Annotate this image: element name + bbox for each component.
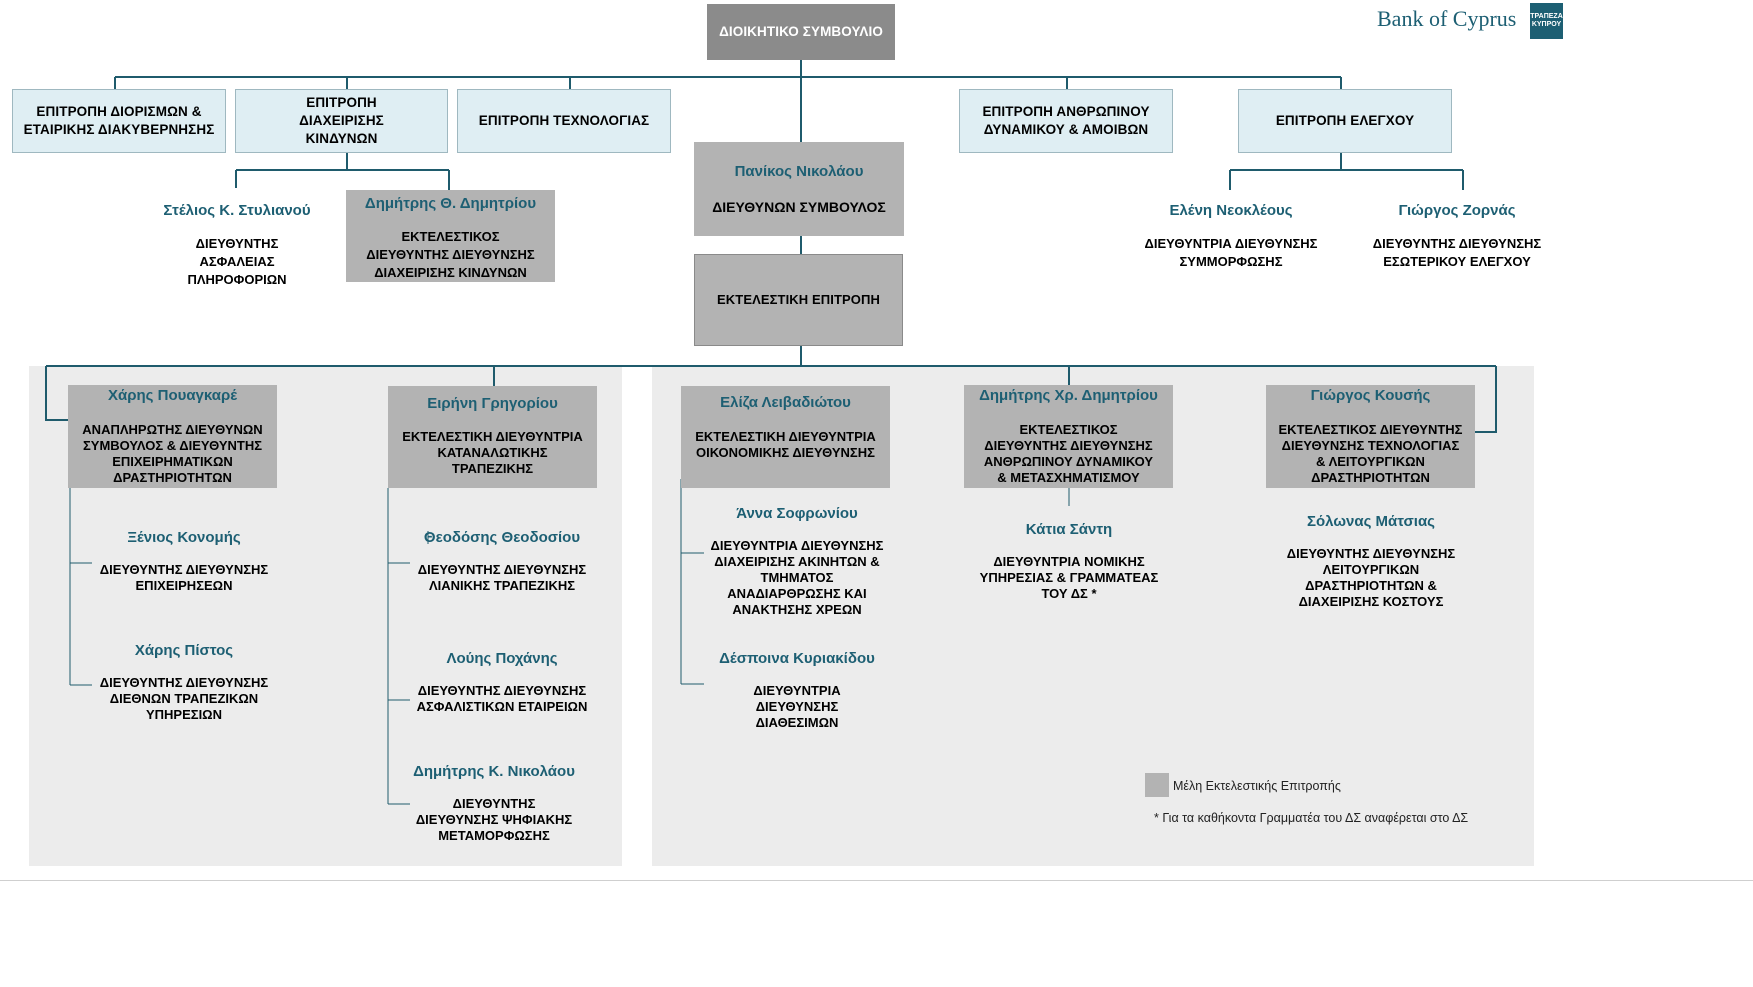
exec-box: Χάρης Πουαγκαρέ ΑΝΑΠΛΗΡΩΤΗΣ ΔΙΕΥΘΥΝΩΝ ΣΥ…	[68, 385, 277, 488]
report-block: Δέσποινα Κυριακίδου ΔΙΕΥΘΥΝΤΡΙΑ ΔΙΕΥΘΥΝΣ…	[719, 650, 875, 730]
footnote: * Για τα καθήκοντα Γραμματέα του ΔΣ αναφ…	[1154, 811, 1469, 825]
brand-name: Bank of Cyprus	[1377, 6, 1517, 31]
exec-name: Ειρήνη Γρηγορίου	[427, 395, 558, 412]
committee-nominations: ΕΠΙΤΡΟΠΗ ΔΙΟΡΙΣΜΩΝ & ΕΤΑΙΡΙΚΗΣ ΔΙΑΚΥΒΕΡΝ…	[12, 89, 226, 153]
committee-audit: ΕΠΙΤΡΟΠΗ ΕΛΕΓΧΟΥ	[1238, 89, 1452, 153]
exec-name: Ελίζα Λειβαδιώτου	[720, 394, 851, 411]
exec-name: Γιώργος Κουσής	[1310, 387, 1431, 404]
board-label: ΔΙΟΙΚΗΤΙΚΟ ΣΥΜΒΟΥΛΙΟ	[719, 24, 883, 39]
compliance-block: Ελένη Νεοκλέους ΔΙΕΥΘΥΝΤΡΙΑ ΔΙΕΥΘΥΝΣΗΣ Σ…	[1140, 201, 1322, 271]
exec-box: Ελίζα Λειβαδιώτου ΕΚΤΕΛΕΣΤΙΚΗ ΔΙΕΥΘΥΝΤΡΙ…	[681, 386, 890, 488]
report-block: Ξένιος Κονομής ΔΙΕΥΘΥΝΤΗΣ ΔΙΕΥΘΥΝΣΗΣ ΕΠΙ…	[99, 529, 269, 593]
exec-title: ΑΝΑΠΛΗΡΩΤΗΣ ΔΙΕΥΘΥΝΩΝ ΣΥΜΒΟΥΛΟΣ & ΔΙΕΥΘΥ…	[82, 422, 263, 485]
exec-title: ΕΚΤΕΛΕΣΤΙΚΟΣ ΔΙΕΥΘΥΝΤΗΣ ΔΙΕΥΘΥΝΣΗΣ ΑΝΘΡΩ…	[983, 422, 1154, 485]
legend-label: Μέλη Εκτελεστικής Επιτροπής	[1173, 779, 1341, 793]
cro-title: ΕΚΤΕΛΕΣΤΙΚΟΣ ΔΙΕΥΘΥΝΤΗΣ ΔΙΕΥΘΥΝΣΗΣ ΔΙΑΧΕ…	[366, 229, 535, 280]
report-block: Λούης Ποχάνης ΔΙΕΥΘΥΝΤΗΣ ΔΙΕΥΘΥΝΣΗΣ ΑΣΦΑ…	[416, 650, 588, 714]
exec-title: ΕΚΤΕΛΕΣΤΙΚΗ ΔΙΕΥΘΥΝΤΡΙΑ ΟΙΚΟΝΟΜΙΚΗΣ ΔΙΕΥ…	[695, 429, 876, 460]
ciso-block: Στέλιος Κ. Στυλιανού ΔΙΕΥΘΥΝΤΗΣ ΑΣΦΑΛΕΙΑ…	[140, 201, 334, 289]
internal-audit-title: ΔΙΕΥΘΥΝΤΗΣ ΔΙΕΥΘΥΝΣΗΣ ΕΣΩΤΕΡΙΚΟΥ ΕΛΕΓΧΟΥ	[1372, 236, 1542, 269]
committee-risk: ΕΠΙΤΡΟΠΗ ΔΙΑΧΕΙΡΙΣΗΣ ΚΙΝΔΥΝΩΝ	[235, 89, 448, 153]
committee-hr: ΕΠΙΤΡΟΠΗ ΑΝΘΡΩΠΙΝΟΥ ΔΥΝΑΜΙΚΟΥ & ΑΜΟΙΒΩΝ	[959, 89, 1173, 153]
exco-label: ΕΚΤΕΛΕΣΤΙΚΗ ΕΠΙΤΡΟΠΗ	[717, 292, 880, 307]
exec-box: Γιώργος Κουσής ΕΚΤΕΛΕΣΤΙΚΟΣ ΔΙΕΥΘΥΝΤΗΣ Δ…	[1266, 385, 1475, 488]
exec-name: Χάρης Πουαγκαρέ	[107, 387, 238, 404]
ciso-name: Στέλιος Κ. Στυλιανού	[163, 202, 311, 219]
cro-name: Δημήτρης Θ. Δημητρίου	[364, 195, 537, 212]
bottom-rule	[0, 880, 1753, 881]
ceo-title: ΔΙΕΥΘΥΝΩΝ ΣΥΜΒΟΥΛΟΣ	[712, 199, 886, 215]
exco-box: ΕΚΤΕΛΕΣΤΙΚΗ ΕΠΙΤΡΟΠΗ	[694, 254, 903, 346]
report-block: Σόλωνας Μάτσιας ΔΙΕΥΘΥΝΤΗΣ ΔΙΕΥΘΥΝΣΗΣ ΛΕ…	[1286, 513, 1456, 609]
internal-audit-name: Γιώργος Ζορνάς	[1398, 202, 1516, 219]
board-box: ΔΙΟΙΚΗΤΙΚΟ ΣΥΜΒΟΥΛΙΟ	[707, 4, 895, 60]
legend-swatch	[1145, 773, 1169, 797]
cro-box: Δημήτρης Θ. Δημητρίου ΕΚΤΕΛΕΣΤΙΚΟΣ ΔΙΕΥΘ…	[346, 190, 555, 282]
report-block: Δημήτρης Κ. Νικολάου ΔΙΕΥΘΥΝΤΗΣ ΔΙΕΥΘΥΝΣ…	[413, 763, 575, 843]
exec-box: Ειρήνη Γρηγορίου ΕΚΤΕΛΕΣΤΙΚΗ ΔΙΕΥΘΥΝΤΡΙΑ…	[388, 386, 597, 488]
report-block: Άννα Σοφρωνίου ΔΙΕΥΘΥΝΤΡΙΑ ΔΙΕΥΘΥΝΣΗΣ ΔΙ…	[710, 505, 884, 617]
exec-box: Δημήτρης Χρ. Δημητρίου ΕΚΤΕΛΕΣΤΙΚΟΣ ΔΙΕΥ…	[964, 385, 1173, 488]
report-block: Κάτια Σάντη ΔΙΕΥΘΥΝΤΡΙΑ ΝΟΜΙΚΗΣ ΥΠΗΡΕΣΙΑ…	[979, 521, 1159, 601]
compliance-title: ΔΙΕΥΘΥΝΤΡΙΑ ΔΙΕΥΘΥΝΣΗΣ ΣΥΜΜΟΡΦΩΣΗΣ	[1144, 236, 1318, 269]
report-block: Θεοδόσης Θεοδοσίου ΔΙΕΥΘΥΝΤΗΣ ΔΙΕΥΘΥΝΣΗΣ…	[417, 529, 587, 593]
ciso-title: ΔΙΕΥΘΥΝΤΗΣ ΑΣΦΑΛΕΙΑΣ ΠΛΗΡΟΦΟΡΙΩΝ	[187, 236, 287, 287]
exec-name: Δημήτρης Χρ. Δημητρίου	[979, 387, 1158, 404]
brand-seal-icon: ΤΡΑΠΕΖΑ ΚΥΠΡΟΥ	[1530, 3, 1563, 39]
committee-technology: ΕΠΙΤΡΟΠΗ ΤΕΧΝΟΛΟΓΙΑΣ	[457, 89, 671, 153]
ceo-name: Πανίκος Νικολάου	[734, 163, 864, 180]
internal-audit-block: Γιώργος Ζορνάς ΔΙΕΥΘΥΝΤΗΣ ΔΙΕΥΘΥΝΣΗΣ ΕΣΩ…	[1372, 201, 1542, 271]
exec-title: ΕΚΤΕΛΕΣΤΙΚΗ ΔΙΕΥΘΥΝΤΡΙΑ ΚΑΤΑΝΑΛΩΤΙΚΗΣ ΤΡ…	[402, 429, 583, 476]
compliance-name: Ελένη Νεοκλέους	[1169, 202, 1293, 219]
ceo-box: Πανίκος Νικολάου ΔΙΕΥΘΥΝΩΝ ΣΥΜΒΟΥΛΟΣ	[694, 142, 904, 236]
exec-title: ΕΚΤΕΛΕΣΤΙΚΟΣ ΔΙΕΥΘΥΝΤΗΣ ΔΙΕΥΘΥΝΣΗΣ ΤΕΧΝΟ…	[1278, 422, 1463, 485]
report-block: Χάρης Πίστος ΔΙΕΥΘΥΝΤΗΣ ΔΙΕΥΘΥΝΣΗΣ ΔΙΕΘΝ…	[99, 642, 269, 722]
